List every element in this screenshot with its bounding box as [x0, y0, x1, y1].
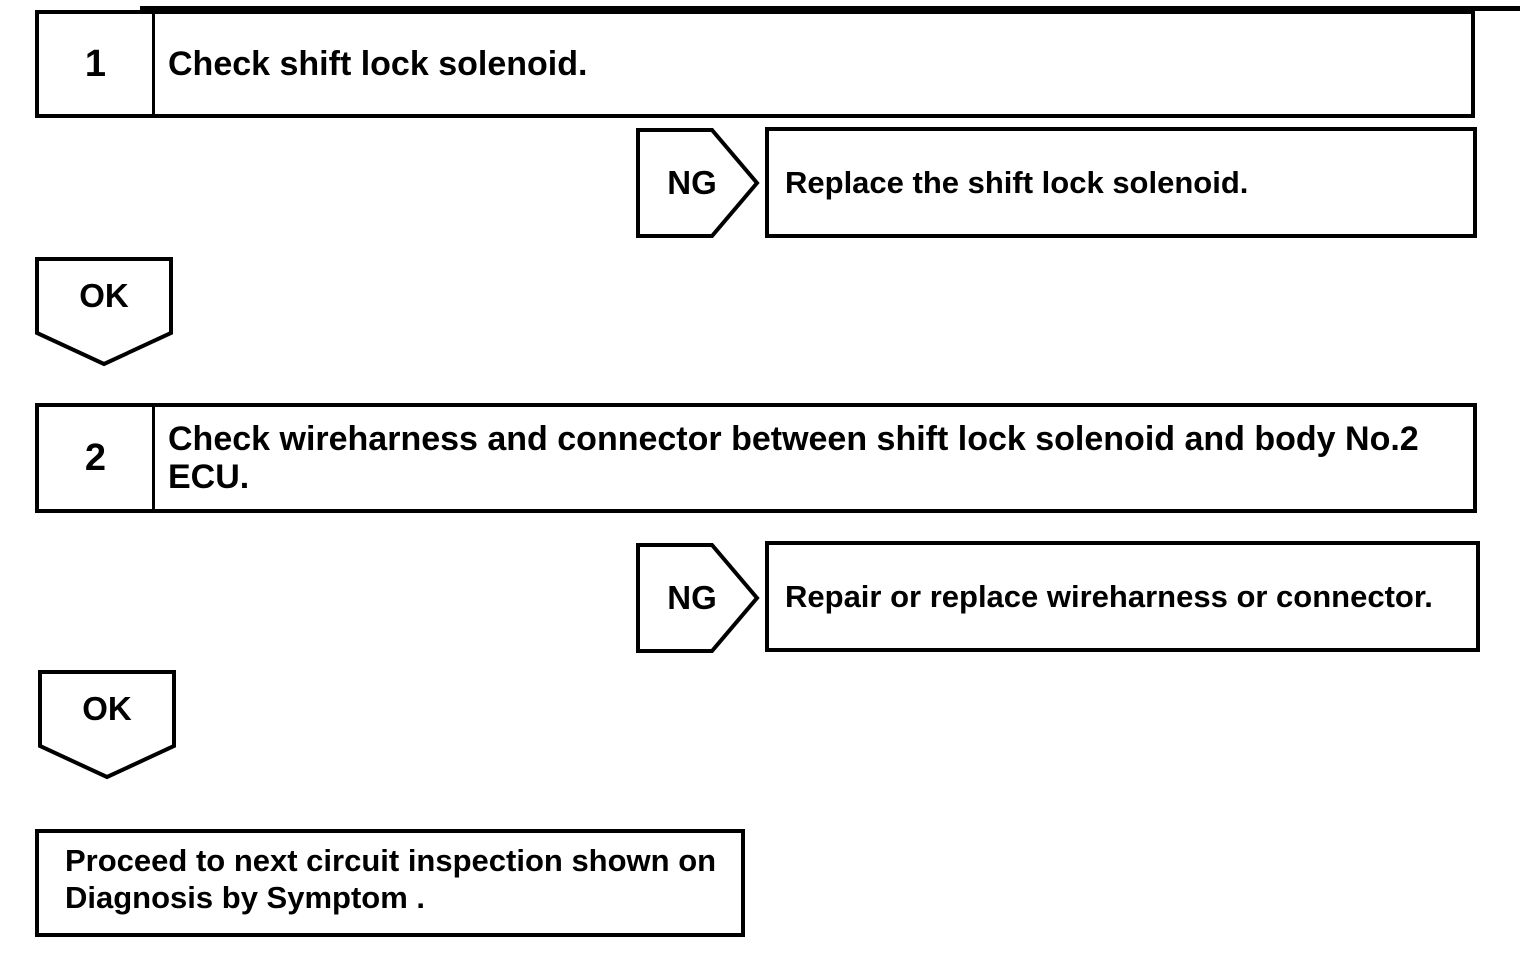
step-1-number: 1 [39, 14, 155, 114]
ok-arrow-icon [38, 670, 176, 780]
ng-action-2-text: Repair or replace wireharness or connect… [785, 578, 1433, 614]
ng-action-2-box: Repair or replace wireharness or connect… [765, 541, 1480, 652]
ng-arrow-icon [636, 128, 760, 238]
ok-label-1: OK [79, 277, 129, 314]
ng-action-1-box: Replace the shift lock solenoid. [765, 127, 1477, 238]
step-2-box: 2 Check wireharness and connector betwee… [35, 403, 1477, 513]
terminal-box: Proceed to next circuit inspection shown… [35, 829, 745, 937]
step-2-instruction-line: Check wireharness and connector between … [168, 420, 1419, 458]
ng-action-1-text: Replace the shift lock solenoid. [785, 164, 1249, 200]
step-1-instruction: Check shift lock solenoid. [155, 14, 1471, 114]
ok-label-2: OK [82, 690, 132, 727]
ng-connector-1: NG [636, 128, 760, 238]
ng-arrow-icon [636, 543, 760, 653]
terminal-text-line: Diagnosis by Symptom . [65, 880, 426, 915]
ng-label-1: NG [667, 164, 717, 201]
ok-connector-2: OK [38, 670, 176, 780]
ng-connector-2: NG [636, 543, 760, 653]
terminal-text-line: Proceed to next circuit inspection shown… [65, 843, 717, 878]
step-2-instruction-line: ECU. [168, 458, 250, 496]
step-2-instruction: Check wireharness and connector between … [155, 407, 1473, 509]
ng-label-2: NG [667, 579, 717, 616]
step-1-box: 1 Check shift lock solenoid. [35, 10, 1475, 118]
ok-arrow-icon [35, 257, 173, 367]
step-2-number: 2 [39, 407, 155, 509]
scan-artifact-line [140, 6, 1520, 11]
step-1-instruction-line: Check shift lock solenoid. [168, 45, 588, 83]
ok-connector-1: OK [35, 257, 173, 367]
